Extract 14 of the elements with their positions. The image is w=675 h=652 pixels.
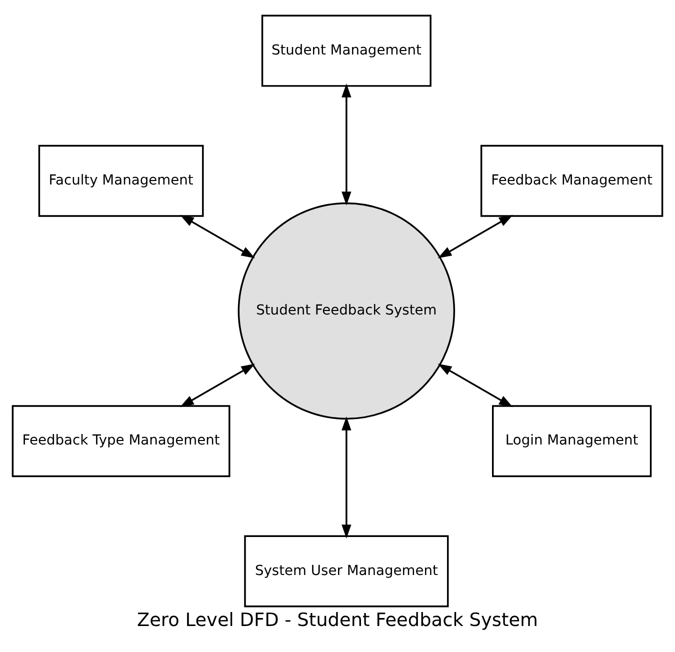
node-box: Feedback Management xyxy=(480,144,664,217)
node-box: Feedback Type Management xyxy=(12,405,230,478)
node-circle: Student Feedback System xyxy=(238,202,456,420)
node-box: Faculty Management xyxy=(38,144,204,217)
arrow xyxy=(342,84,352,206)
node-box: Login Management xyxy=(492,405,652,478)
arrow xyxy=(438,364,513,408)
arrow xyxy=(342,416,352,538)
arrow xyxy=(180,214,256,258)
arrow xyxy=(438,214,513,258)
arrow xyxy=(180,364,256,408)
node-box: System User Management xyxy=(244,535,449,608)
diagram-title: Zero Level DFD - Student Feedback System xyxy=(136,610,538,631)
node-box: Student Management xyxy=(261,14,432,87)
